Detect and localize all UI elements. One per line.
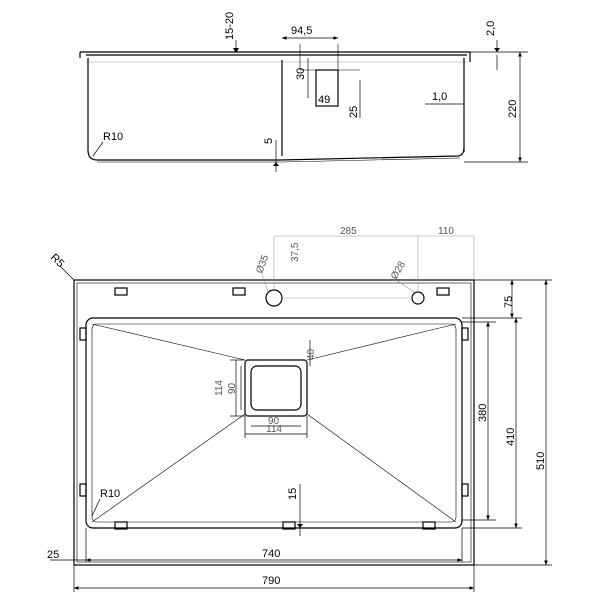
bowl-bottom-outer xyxy=(97,157,461,163)
drain-outer xyxy=(244,359,308,417)
label-2-0: 2,0 xyxy=(485,21,497,36)
clip-top-2 xyxy=(232,287,246,296)
label-790: 790 xyxy=(262,575,280,587)
label-25: 25 xyxy=(47,549,59,561)
label-114-w: 114 xyxy=(266,424,282,435)
label-40: 40 xyxy=(306,348,317,360)
label-30: 30 xyxy=(295,68,307,80)
clip-right-1 xyxy=(461,327,469,341)
label-94-5: 94,5 xyxy=(291,25,312,37)
label-510: 510 xyxy=(535,452,547,470)
drain-inner xyxy=(250,365,302,411)
label-5: 5 xyxy=(263,138,275,144)
label-15-20: 15-20 xyxy=(224,12,236,40)
label-110: 110 xyxy=(438,226,454,237)
label-25-side: 25 xyxy=(348,106,360,118)
label-114-h: 114 xyxy=(214,380,225,396)
label-90-w: 90 xyxy=(268,416,280,427)
label-r10-side: R10 xyxy=(103,131,123,143)
label-hole-large: Ø35 xyxy=(254,253,271,275)
label-410: 410 xyxy=(505,428,517,446)
slope-line-bl xyxy=(91,413,246,523)
label-hole-small: Ø28 xyxy=(389,259,408,281)
bowl-inner xyxy=(91,323,457,523)
side-view: 15-20 94,5 2,0 30 49 25 1,0 220 R10 5 xyxy=(79,12,528,172)
clip-right-2 xyxy=(461,483,469,497)
slope-line-tr xyxy=(306,323,457,361)
leader-r10-side xyxy=(92,141,104,157)
label-r10-top: R10 xyxy=(100,488,120,500)
label-220: 220 xyxy=(507,100,519,118)
clip-top-1 xyxy=(114,287,128,296)
leader-r5 xyxy=(59,265,75,281)
slope-line-br xyxy=(306,413,457,523)
slope-line-tl xyxy=(91,323,246,361)
label-90-h: 90 xyxy=(227,382,238,394)
label-285: 285 xyxy=(340,226,357,237)
label-75: 75 xyxy=(503,296,515,308)
dim-2-0-arrow xyxy=(494,48,500,52)
label-r5: R5 xyxy=(48,252,66,270)
dim-15-arrow xyxy=(297,524,303,528)
label-740: 740 xyxy=(262,548,280,560)
dim-15-20-arrow xyxy=(233,48,239,53)
label-15: 15 xyxy=(287,488,299,500)
dim-5-arrow xyxy=(273,162,279,166)
clip-left-1 xyxy=(79,327,87,341)
label-1-0: 1,0 xyxy=(432,91,447,103)
clip-bottom-1 xyxy=(114,521,128,530)
label-49: 49 xyxy=(318,94,330,106)
leader-hole-small xyxy=(395,279,415,293)
clip-bottom-2 xyxy=(282,521,296,530)
bowl-bottom xyxy=(87,147,465,161)
leader-hole-large xyxy=(261,273,269,293)
clip-bottom-3 xyxy=(422,521,436,530)
label-380: 380 xyxy=(477,404,489,422)
top-view: 285 110 37,5 Ø35 Ø28 R5 75 380 410 510 1… xyxy=(47,226,552,592)
bowl-outer xyxy=(85,317,463,529)
label-37-5: 37,5 xyxy=(290,242,301,262)
tap-hole-small xyxy=(411,291,425,305)
tap-hole-large xyxy=(265,289,283,307)
clip-top-3 xyxy=(436,287,450,296)
clip-left-2 xyxy=(79,483,87,497)
leader-r10-top xyxy=(91,498,101,517)
